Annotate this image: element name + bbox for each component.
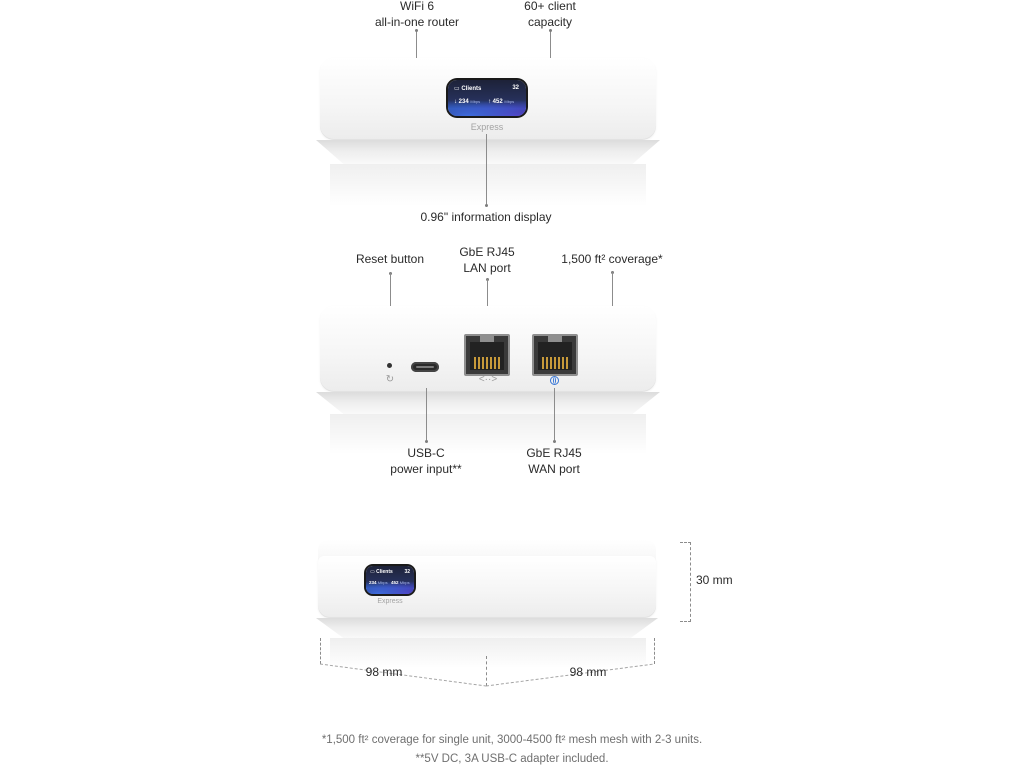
lan-callout: GbE RJ45 LAN port — [437, 244, 537, 276]
router-front-reflection — [330, 164, 646, 206]
angled-display-title: Clients — [376, 569, 393, 575]
coverage-callout-line — [612, 272, 613, 306]
usbc-callout-line1: USB-C — [407, 446, 445, 460]
router-front-base — [316, 140, 660, 164]
angled-display-monitor-icon: ▭ — [370, 569, 375, 575]
upload-unit: Mbps — [504, 99, 515, 104]
angled-download-value: 234 — [369, 580, 377, 585]
width-dimension-lines — [319, 663, 655, 687]
power-footnote: **5V DC, 3A USB-C adapter included. — [415, 753, 609, 765]
upload-value: 452 — [492, 99, 503, 105]
lan-arrows-icon: <··> — [478, 374, 498, 385]
router-back-base — [316, 392, 660, 414]
display-wallpaper — [448, 99, 526, 116]
display-callout-line — [486, 134, 487, 206]
lan-callout-line1: GbE RJ45 — [459, 245, 515, 259]
router-angled-base — [316, 618, 658, 638]
angled-display-count: 32 — [404, 569, 410, 575]
router-back-body: ↻ <··> — [320, 306, 656, 392]
download-value: 234 — [458, 99, 469, 105]
height-dimension-label: 30 mm — [696, 573, 733, 587]
download-arrow-icon: ↓ — [454, 99, 457, 105]
wan-callout-line2: WAN port — [528, 462, 580, 476]
wifi-callout-line2: all-in-one router — [374, 15, 460, 29]
angled-upload-unit: Mbps — [399, 580, 410, 585]
width-center-tick — [486, 656, 488, 686]
clients-callout-dot — [549, 29, 552, 32]
display-callout-dot — [485, 204, 488, 207]
info-display: ▭ Clients 32 ↓ 234 Mbps ↑ 452 Mbps — [448, 80, 526, 116]
angled-upload-value: 452 — [391, 580, 399, 585]
angled-download-unit: Mbps — [377, 580, 388, 585]
wan-port — [532, 334, 578, 376]
width-left-label: 98 mm — [365, 665, 403, 679]
display-callout: 0.96" information display — [420, 210, 552, 224]
router-angled-body: ▭ Clients 32 234 Mbps 452 Mbps Express — [318, 556, 656, 618]
coverage-footnote: *1,500 ft² coverage for single unit, 300… — [321, 734, 703, 746]
reset-callout: Reset button — [355, 252, 425, 266]
clients-callout-line2: capacity — [527, 15, 573, 29]
wifi-callout-dot — [415, 29, 418, 32]
coverage-callout: 1,500 ft² coverage* — [561, 252, 663, 266]
height-dimension-bracket — [680, 542, 691, 622]
angled-display-wallpaper — [366, 581, 414, 594]
usbc-callout-line2: power input** — [390, 462, 462, 476]
usbc-callout-line — [426, 388, 427, 442]
usbc-callout: USB-C power input** — [376, 445, 476, 477]
router-angled-reflection — [330, 638, 646, 668]
angled-display-download: 234 Mbps — [369, 580, 388, 585]
display-title-row: ▭ Clients — [454, 85, 481, 92]
clients-callout: 60+ client capacity — [500, 0, 600, 30]
wan-port-pins — [542, 357, 568, 369]
globe-icon — [550, 376, 559, 385]
wan-callout: GbE RJ45 WAN port — [504, 445, 604, 477]
lan-callout-line2: LAN port — [463, 261, 511, 275]
lan-port-pins — [474, 357, 500, 369]
usb-c-port — [411, 362, 439, 372]
brand-label: Express — [470, 122, 504, 132]
width-right-label: 98 mm — [569, 665, 607, 679]
router-back-reflection — [330, 414, 646, 454]
width-left-tick — [320, 638, 322, 664]
display-monitor-icon: ▭ — [454, 86, 460, 92]
display-upload: ↑ 452 Mbps — [488, 99, 514, 105]
angled-display-title-row: ▭ Clients — [370, 569, 393, 575]
clients-callout-line1: 60+ client — [524, 0, 576, 13]
lan-port-tab — [480, 336, 494, 342]
width-right-line — [485, 663, 655, 687]
wan-callout-line1: GbE RJ45 — [526, 446, 582, 460]
display-count: 32 — [512, 85, 519, 91]
reset-icon: ↻ — [385, 374, 395, 385]
display-title: Clients — [461, 86, 482, 92]
clients-callout-line — [550, 30, 551, 58]
wifi-callout-line — [416, 30, 417, 58]
wan-port-tab — [548, 336, 562, 342]
router-front-body: ▭ Clients 32 ↓ 234 Mbps ↑ 452 Mbps Expre… — [320, 58, 656, 140]
angled-info-display: ▭ Clients 32 234 Mbps 452 Mbps — [366, 566, 414, 594]
angled-display-upload: 452 Mbps — [391, 580, 410, 585]
width-right-tick — [654, 638, 656, 664]
wan-callout-line — [554, 388, 555, 442]
display-download: ↓ 234 Mbps — [454, 99, 480, 105]
angled-brand-label: Express — [377, 598, 403, 605]
usbc-callout-dot — [425, 440, 428, 443]
wifi-callout: WiFi 6 all-in-one router — [362, 0, 472, 30]
wan-callout-dot — [553, 440, 556, 443]
upload-arrow-icon: ↑ — [488, 99, 491, 105]
wifi-callout-line1: WiFi 6 — [400, 0, 434, 13]
reset-button-hole — [387, 363, 392, 368]
download-unit: Mbps — [470, 99, 481, 104]
width-left-line — [319, 663, 487, 687]
lan-port — [464, 334, 510, 376]
